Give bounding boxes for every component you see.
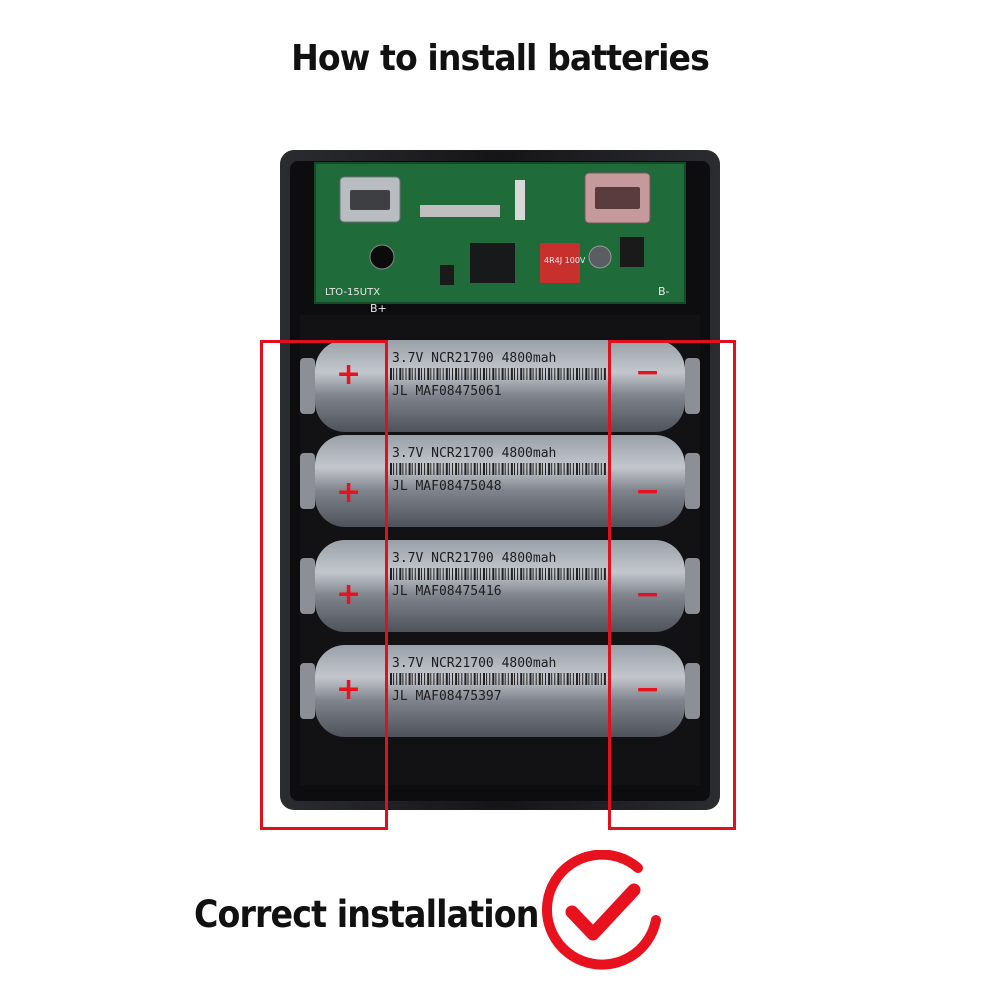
battery-cell: 3.7V NCR21700 4800mah JL MAF08475061 [300,340,700,432]
negative-sign: − [635,577,661,612]
battery-cell: 3.7V NCR21700 4800mah JL MAF08475048 [300,435,700,527]
battery-serial: JL MAF08475048 [392,479,502,494]
pcb-b-minus: B- [658,285,670,298]
battery-serial: JL MAF08475061 [392,384,502,399]
positive-terminal-highlight [260,340,388,830]
page-title: How to install batteries [291,38,710,79]
battery-serial: JL MAF08475397 [392,689,502,704]
pcb-b-plus: B+ [370,302,387,315]
battery-spec: 3.7V NCR21700 4800mah [392,446,556,461]
battery-serial: JL MAF08475416 [392,584,502,599]
battery-spec: 3.7V NCR21700 4800mah [392,551,556,566]
battery-box-photo: 4R4J 100V LTO-15UTX B+ B- 3.7V NCR21700 … [280,150,720,810]
pcb-label: LTO-15UTX [325,287,380,298]
negative-sign: − [635,672,661,707]
battery-spec: 3.7V NCR21700 4800mah [392,656,556,671]
negative-terminal-highlight [608,340,736,830]
positive-sign: + [336,672,362,707]
check-circle-icon [542,850,661,970]
battery-spec: 3.7V NCR21700 4800mah [392,351,556,366]
battery-cell: 3.7V NCR21700 4800mah JL MAF08475397 [300,645,700,737]
positive-sign: + [336,357,362,392]
negative-sign: − [635,355,661,390]
negative-sign: − [635,474,661,509]
footer-label: Correct installation [194,893,539,936]
positive-sign: + [336,577,362,612]
capacitor-label: 4R4J 100V [544,256,586,265]
battery-cell: 3.7V NCR21700 4800mah JL MAF08475416 [300,540,700,632]
positive-sign: + [336,475,362,510]
